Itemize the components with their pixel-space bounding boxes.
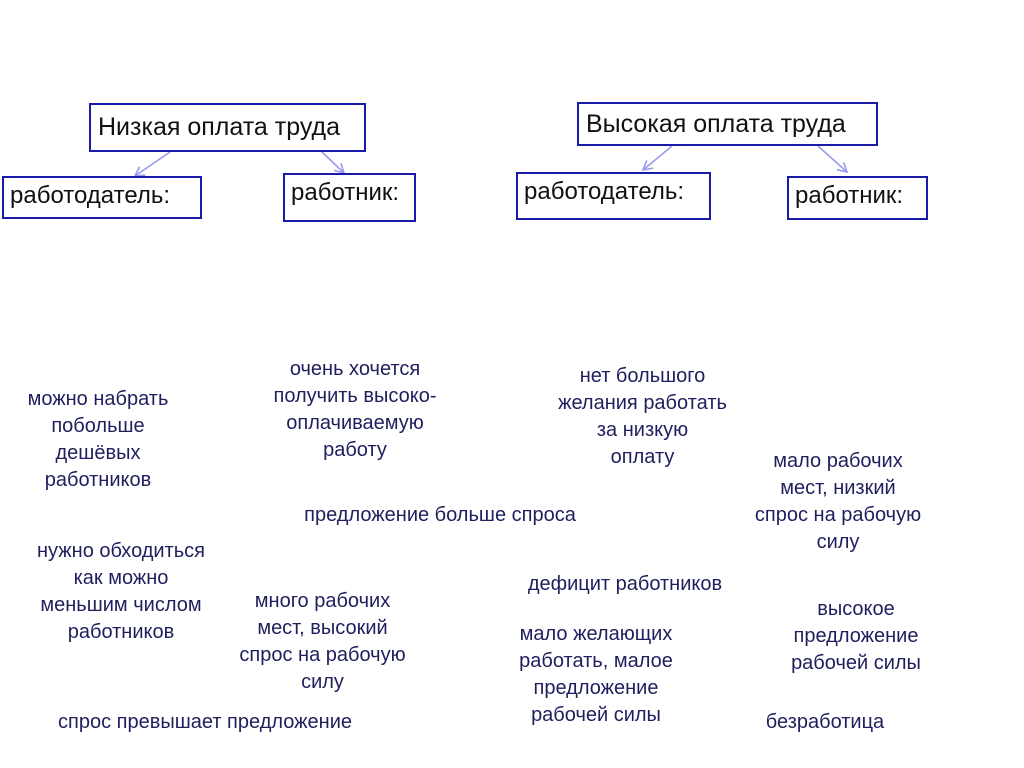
header-high-pay: Высокая оплата труда (577, 102, 878, 146)
phrase-cheap-workers: можно набрать побольше дешёвых работнико… (27, 388, 169, 491)
phrase-want-high-paid-job: очень хочется получить высоко- оплачивае… (273, 358, 437, 461)
phrase-demand-exceeds-supply: спрос превышает предложение (58, 711, 352, 733)
arrow-high-to-employer (641, 145, 673, 172)
arrow-low-to-worker (321, 151, 346, 175)
high-employer-box: работодатель: (516, 172, 711, 220)
low-worker-box: работник: (283, 173, 416, 222)
phrase-unemployment: безработица (765, 711, 885, 733)
high-worker-box: работник: (787, 176, 928, 220)
low-employer-box: работодатель: (2, 176, 202, 219)
phrase-no-desire-low-pay: нет большого желания работать за низкую … (558, 365, 727, 468)
phrase-worker-shortage: дефицит работников (527, 573, 723, 595)
header-low-pay: Низкая оплата труда (89, 103, 366, 152)
phrase-few-jobs-low-demand: мало рабочих мест, низкий спрос на рабоч… (754, 450, 922, 553)
phrase-supply-exceeds-demand: предложение больше спроса (304, 504, 576, 526)
phrase-high-labor-supply: высокое предложение рабочей силы (791, 598, 921, 674)
phrase-fewer-workers: нужно обходиться как можно меньшим число… (37, 540, 205, 643)
phrase-many-jobs-high-demand: много рабочих мест, высокий спрос на раб… (239, 590, 406, 693)
arrow-high-to-worker (817, 145, 849, 174)
arrow-low-to-employer (133, 151, 171, 177)
phrase-low-labor-supply: мало желающих работать, малое предложени… (519, 623, 673, 726)
